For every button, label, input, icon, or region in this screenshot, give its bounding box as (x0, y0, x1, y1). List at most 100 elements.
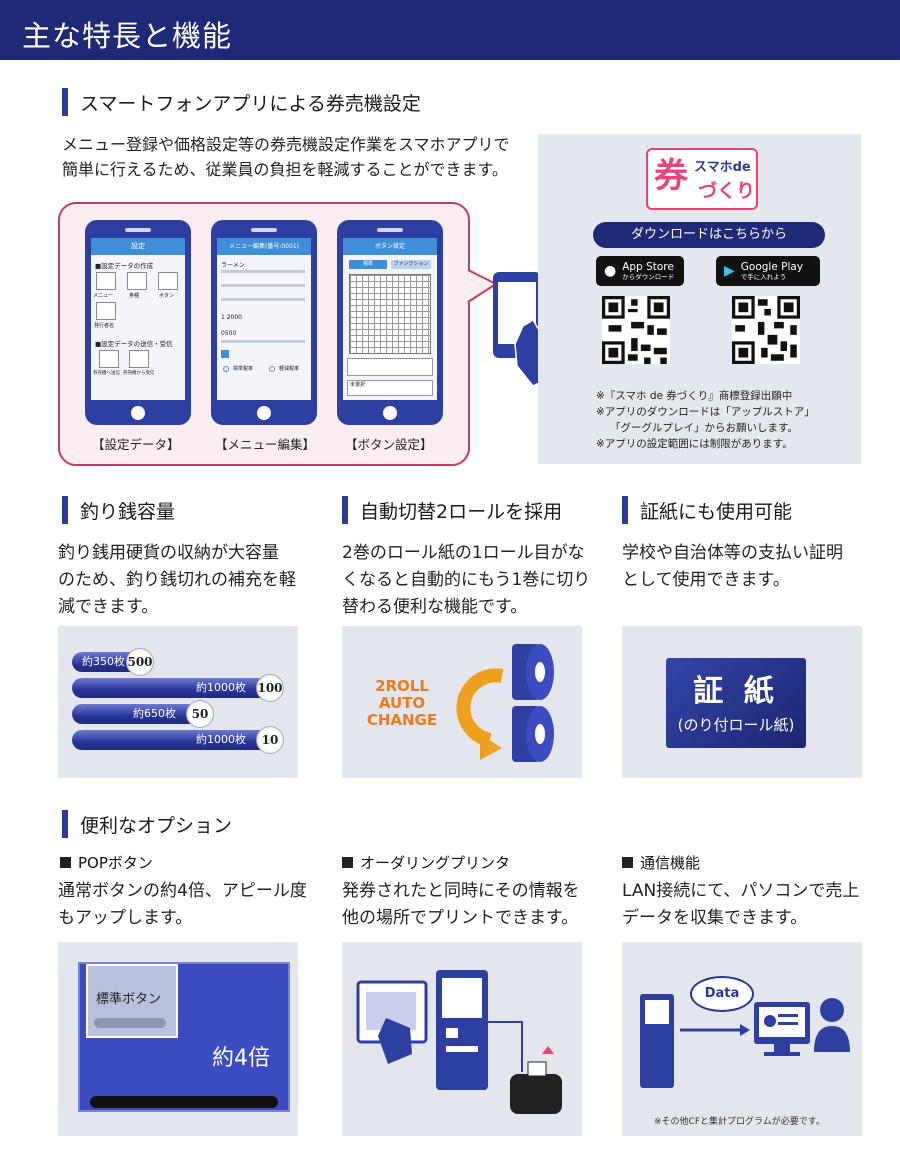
qr-code-icon[interactable] (732, 296, 800, 364)
pop-button-slot (90, 1096, 278, 1108)
feature-line: くなると自動的にもう1巻に切り (342, 570, 591, 590)
radio-icon (269, 366, 275, 372)
pop-button-image: 約4倍 標準ボタン (58, 942, 298, 1136)
option-title-ordering-printer: オーダリングプリンタ (342, 852, 510, 873)
field-underline (221, 284, 305, 287)
field-underline (221, 270, 305, 273)
coin-bar: 約350枚 (72, 652, 142, 672)
option-title-pop-button: POPボタン (60, 852, 153, 873)
feature-description: 学校や自治体等の支払い証明 として使用できます。 (622, 540, 872, 594)
app-screens-panel: 設定 ■設定データの作成 メニュー 券種 ボタン 発行者名 ■設定データの送信・… (58, 202, 470, 466)
phone-speaker (377, 228, 403, 232)
feature-line: 釣り銭用硬貨の収納が大容量 (58, 543, 279, 563)
roll-change-label: 2ROLL AUTO CHANGE (364, 678, 440, 729)
phone-settings-data: 設定 ■設定データの作成 メニュー 券種 ボタン 発行者名 ■設定データの送信・… (85, 220, 191, 425)
option-description: LAN接続にて、パソコンで売上 データを収集できます。 (622, 878, 882, 932)
heading-accent-bar (622, 496, 628, 524)
logo-text: づくり (698, 180, 756, 202)
option-title-text: オーダリングプリンタ (360, 854, 511, 872)
options-heading-text: 便利なオプション (80, 814, 233, 837)
app-store-label: App Store (622, 260, 674, 273)
title-banner: 主な特長と機能 (0, 0, 900, 60)
standard-button-slot (94, 1018, 166, 1028)
issuer-tile-icon (96, 302, 116, 320)
play-icon: ▶ (724, 263, 735, 279)
app-logo: 券 スマホde づくり (646, 148, 758, 210)
stamp-paper-label: 証 紙 (のり付ロール紙) (666, 658, 806, 748)
download-panel: 券 スマホde づくり ダウンロードはこちらから ● App Store からダ… (538, 134, 861, 464)
phone-caption: 【ボタン設定】 (345, 437, 433, 452)
radio-icon (223, 366, 229, 372)
tile-label: 券売機から受信 (123, 371, 155, 376)
screen-header: 設定 (91, 238, 185, 255)
feature-heading-stamp-paper: 証紙にも使用可能 (622, 496, 792, 524)
feature-heading-text: 証紙にも使用可能 (640, 500, 793, 523)
send-tile-icon (99, 350, 119, 368)
phone-caption: 【設定データ】 (92, 437, 180, 452)
phone-screen: ボタン設定 標準 ファンクション 未選択 (343, 238, 437, 400)
feature-line: 学校や自治体等の支払い証明 (622, 543, 843, 563)
menu-tile-icon (96, 272, 116, 290)
phone-home-button (257, 406, 271, 420)
phone-speaker (125, 228, 151, 232)
menu-name-field: ラーメン (221, 262, 245, 269)
option-line: 通常ボタンの約4倍、アピール度 (58, 881, 307, 901)
app-description-line: メニュー登録や価格設定等の券売機設定作業をスマホアプリで (62, 135, 510, 154)
option-line: 他の場所でプリントできます。 (342, 908, 579, 928)
google-play-sub: で手に入れよう (740, 272, 787, 281)
qr-code-icon[interactable] (602, 296, 670, 364)
coin-bar-label: 約1000枚 (196, 681, 246, 694)
phone-menu-edit: メニュー編集(番号:0001) ラーメン 1 2000 0500 標準税率 軽減… (211, 220, 317, 425)
communication-image: Data ※その他CFと集計プログラムが必要です。 (622, 942, 862, 1136)
app-section-description: メニュー登録や価格設定等の券売機設定作業をスマホアプリで 簡単に行えるため、従業… (62, 132, 532, 182)
options-section-heading: 便利なオプション (62, 810, 232, 838)
note-line: ※アプリの設定範囲には制限があります。 (596, 438, 793, 450)
coin-bar-label: 約1000枚 (196, 733, 246, 746)
feature-line: 2巻のロール紙の1ロール目がな (342, 543, 585, 563)
coin-bar: 約650枚 (72, 704, 202, 724)
stamp-title: 証 紙 (693, 674, 779, 709)
coin-icon: 500 (126, 648, 154, 676)
square-bullet-icon (342, 857, 353, 868)
logo-text: スマホde (694, 160, 751, 175)
coin-icon: 100 (256, 674, 284, 702)
option-title-text: 通信機能 (640, 854, 701, 872)
feature-heading-change-capacity: 釣り銭容量 (62, 496, 175, 524)
option-line: データを収集できます。 (622, 908, 808, 928)
app-section-heading: スマートフォンアプリによる券売機設定 (62, 88, 421, 116)
note-line: ※アプリのダウンロードは「アップルストア」 (596, 406, 815, 418)
paper-roll-icon (456, 644, 554, 762)
feature-description: 2巻のロール紙の1ロール目がな くなると自動的にもう1巻に切り 替わる便利な機能… (342, 540, 592, 621)
screen-section-label: ■設定データの作成 (95, 262, 154, 270)
tile-label: 券種 (129, 293, 140, 299)
feature-line: のため、釣り銭切れの補充を軽 (58, 570, 296, 590)
stamp-subtitle: (のり付ロール紙) (677, 716, 795, 734)
option-line: もアップします。 (58, 908, 193, 928)
app-store-sub: からダウンロード (622, 272, 675, 281)
communication-note: ※その他CFと集計プログラムが必要です。 (654, 1117, 825, 1127)
option-title-text: POPボタン (78, 854, 153, 872)
tile-label: メニュー (93, 293, 114, 299)
tax-option: 軽減税率 (279, 366, 300, 372)
communication-icon (640, 994, 850, 1088)
google-play-badge[interactable]: ▶ Google Play で手に入れよう (716, 256, 820, 286)
stamp-paper-image: 証 紙 (のり付ロール紙) (622, 626, 862, 778)
app-section-heading-text: スマートフォンアプリによる券売機設定 (80, 92, 421, 115)
option-line: LAN接続にて、パソコンで売上 (622, 881, 860, 901)
app-description-line: 簡単に行えるため、従業員の負担を軽減することができます。 (62, 160, 508, 179)
coin-bar: 約1000枚 (72, 730, 272, 750)
tile-label: ボタン (159, 293, 175, 299)
receive-tile-icon (129, 350, 149, 368)
tab-function: ファンクション (391, 260, 431, 269)
logo-mark: 券 (654, 156, 688, 196)
button-palette (347, 358, 433, 376)
standard-button: 標準ボタン (86, 964, 178, 1038)
app-store-badge[interactable]: ● App Store からダウンロード (596, 256, 684, 286)
tile-label: 発行者名 (94, 323, 115, 329)
standard-button-label: 標準ボタン (96, 992, 162, 1007)
feature-line: として使用できます。 (622, 570, 790, 590)
phone-caption: 【メニュー編集】 (215, 437, 316, 452)
feature-heading-text: 釣り銭容量 (80, 500, 176, 523)
phone-screen: 設定 ■設定データの作成 メニュー 券種 ボタン 発行者名 ■設定データの送信・… (91, 238, 185, 400)
option-description: 発券されたと同時にその情報を 他の場所でプリントできます。 (342, 878, 602, 932)
